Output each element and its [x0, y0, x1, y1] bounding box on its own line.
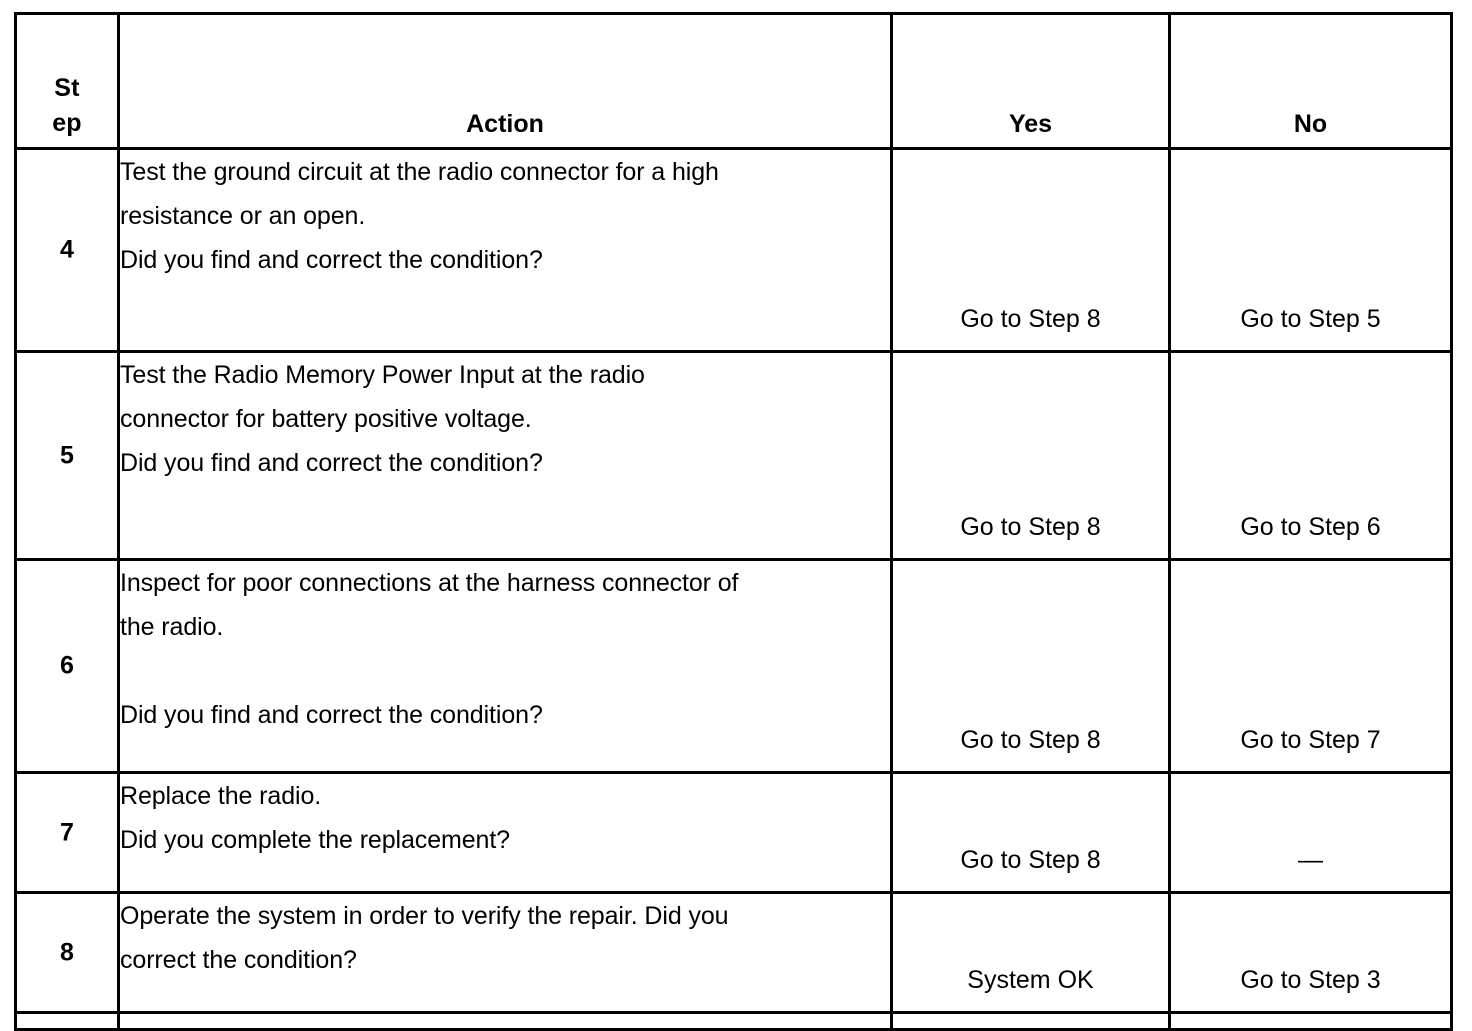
no-answer: Go to Step 3 — [1240, 966, 1381, 994]
yes-answer-cell: Go to Step 8 — [890, 350, 1171, 561]
action-line: correct the condition? — [120, 946, 357, 974]
diagnostic-steps-table: St ep Action Yes No 4 — [14, 12, 1453, 1031]
no-answer: — — [1298, 846, 1323, 874]
no-answer-cell: Go to Step 7 — [1168, 558, 1453, 774]
step-number-cell: 5 — [14, 350, 120, 561]
table-row: 7 Replace the radio. Did you complete th… — [14, 771, 1453, 894]
action-line: Test the Radio Memory Power Input at the… — [120, 361, 645, 389]
action-cell: Inspect for poor connections at the harn… — [117, 558, 893, 774]
table-row: 5 Test the Radio Memory Power Input at t… — [14, 350, 1453, 561]
yes-answer: Go to Step 8 — [960, 305, 1101, 333]
step-number-cell-partial — [14, 1011, 120, 1031]
action-line: Operate the system in order to verify th… — [120, 902, 729, 930]
yes-answer: Go to Step 8 — [960, 846, 1101, 874]
step-number: 5 — [60, 441, 74, 469]
yes-answer: Go to Step 8 — [960, 513, 1101, 541]
action-line: connector for battery positive voltage. — [120, 405, 532, 433]
yes-answer: System OK — [967, 966, 1094, 994]
step-number: 4 — [60, 235, 74, 264]
table-row: 8 Operate the system in order to verify … — [14, 891, 1453, 1014]
column-header-step: St ep — [14, 12, 120, 150]
table-body: 4 Test the ground circuit at the radio c… — [14, 147, 1453, 1031]
no-answer-cell: — — [1168, 771, 1453, 894]
action-line: the radio. — [120, 613, 224, 641]
column-header-action-label: Action — [466, 110, 544, 138]
action-line: Did you find and correct the condition? — [120, 701, 543, 729]
column-header-no: No — [1168, 12, 1453, 150]
action-line: Test the ground circuit at the radio con… — [120, 158, 719, 186]
action-cell-partial — [117, 1011, 893, 1031]
column-header-step-line2: ep — [52, 109, 82, 137]
no-answer-cell-partial — [1168, 1011, 1453, 1031]
step-number-cell: 8 — [14, 891, 120, 1014]
table-row: 6 Inspect for poor connections at the ha… — [14, 558, 1453, 774]
step-number: 6 — [60, 651, 74, 680]
action-line: Did you complete the replacement? — [120, 826, 510, 854]
yes-answer-cell: Go to Step 8 — [890, 558, 1171, 774]
yes-answer-cell-partial — [890, 1011, 1171, 1031]
yes-answer-cell: System OK — [890, 891, 1171, 1014]
table-row-partial — [14, 1011, 1453, 1031]
no-answer-cell: Go to Step 5 — [1168, 147, 1453, 353]
column-header-yes: Yes — [890, 12, 1171, 150]
action-line: Did you find and correct the condition? — [120, 449, 543, 477]
table-header-row: St ep Action Yes No — [14, 12, 1453, 150]
step-number-cell: 6 — [14, 558, 120, 774]
no-answer-cell: Go to Step 6 — [1168, 350, 1453, 561]
step-number-cell: 4 — [14, 147, 120, 353]
column-header-yes-label: Yes — [1008, 110, 1053, 138]
action-cell: Test the Radio Memory Power Input at the… — [117, 350, 893, 561]
action-cell: Test the ground circuit at the radio con… — [117, 147, 893, 353]
column-header-action: Action — [117, 12, 893, 150]
step-number: 8 — [60, 938, 74, 966]
no-answer: Go to Step 6 — [1240, 513, 1381, 541]
action-cell: Replace the radio. Did you complete the … — [117, 771, 893, 894]
column-header-step-line1: St — [54, 74, 80, 102]
step-number-cell: 7 — [14, 771, 120, 894]
no-answer-cell: Go to Step 3 — [1168, 891, 1453, 1014]
no-answer: Go to Step 5 — [1240, 305, 1381, 333]
column-header-no-label: No — [1293, 110, 1328, 138]
action-line: Did you find and correct the condition? — [120, 246, 543, 274]
step-number: 7 — [60, 818, 74, 846]
action-line: Inspect for poor connections at the harn… — [120, 569, 739, 597]
no-answer: Go to Step 7 — [1240, 726, 1381, 754]
yes-answer-cell: Go to Step 8 — [890, 771, 1171, 894]
yes-answer: Go to Step 8 — [960, 726, 1101, 754]
action-cell: Operate the system in order to verify th… — [117, 891, 893, 1014]
action-line: resistance or an open. — [120, 202, 366, 230]
yes-answer-cell: Go to Step 8 — [890, 147, 1171, 353]
table-row: 4 Test the ground circuit at the radio c… — [14, 147, 1453, 353]
action-line: Replace the radio. — [120, 782, 322, 810]
